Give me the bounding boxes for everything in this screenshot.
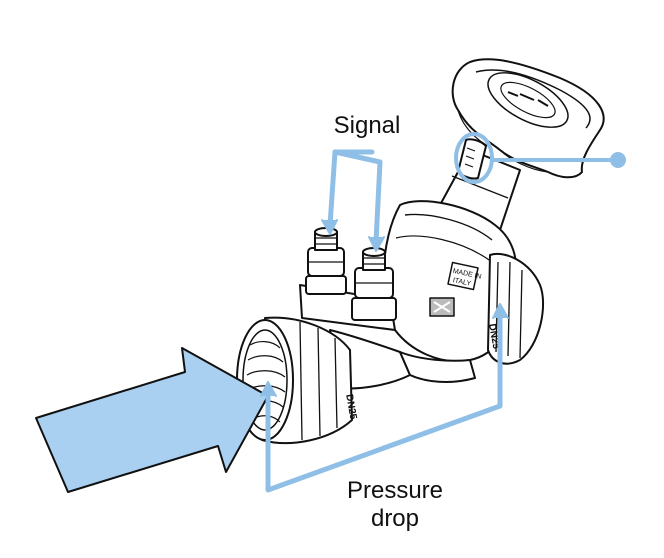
svg-text:ITALY: ITALY bbox=[452, 277, 472, 288]
svg-text:DN25: DN25 bbox=[343, 393, 358, 421]
measuring-nipples bbox=[299, 227, 397, 331]
flow-direction-arrow bbox=[35, 347, 269, 493]
callout-dot bbox=[610, 152, 626, 168]
valve-handwheel bbox=[451, 58, 605, 179]
pressure-drop-label-line2: drop bbox=[370, 505, 420, 532]
pressure-drop-label-line1: Pressure bbox=[346, 477, 444, 504]
pressure-drop-bracket bbox=[260, 303, 509, 493]
signal-label: Signal bbox=[333, 112, 401, 139]
signal-pointer-arrows bbox=[321, 149, 385, 252]
handwheel-callout bbox=[454, 132, 626, 184]
